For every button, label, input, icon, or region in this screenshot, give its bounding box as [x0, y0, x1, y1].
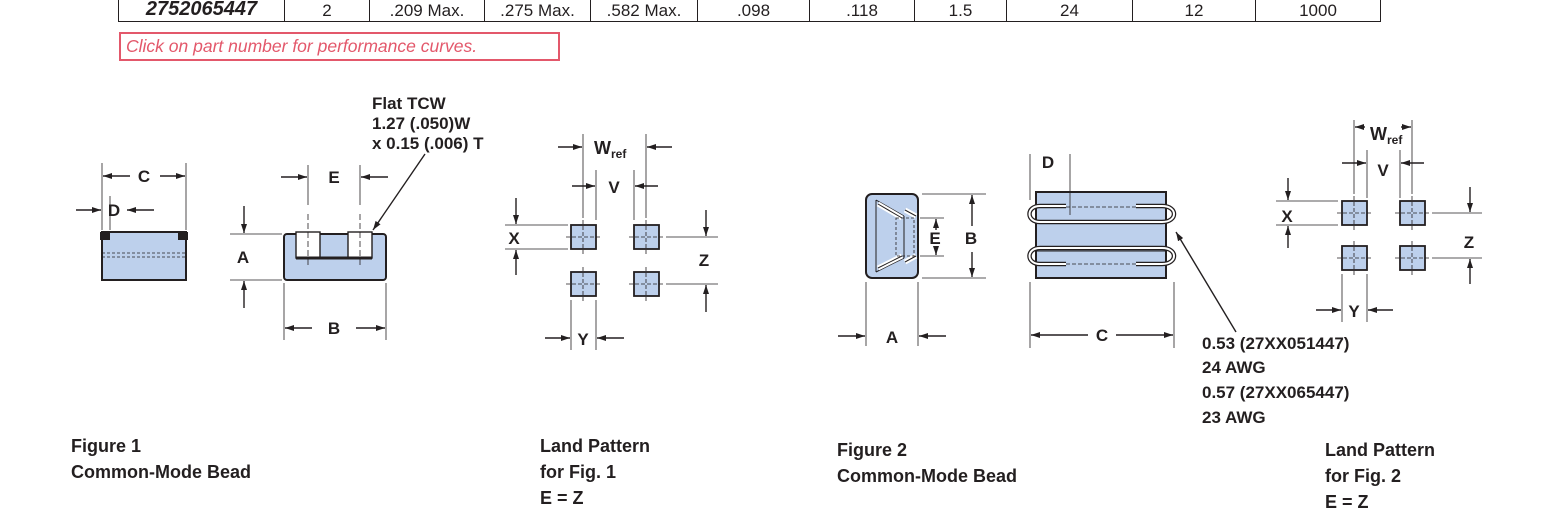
land1-dim-z: Z	[699, 251, 709, 270]
land1-dim-w: Wref	[594, 138, 627, 161]
fig2-wire-note-line1: 0.53 (27XX051447)	[1202, 334, 1349, 353]
land2-dim-w-sub: ref	[1387, 133, 1403, 147]
table-row: 2752065447 2 .209 Max. .275 Max. .582 Ma…	[118, 0, 1381, 22]
land1-dim-y: Y	[577, 330, 589, 349]
land1-dim-v: V	[608, 178, 620, 197]
fig2-wire-note-line3: 0.57 (27XX065447)	[1202, 383, 1349, 402]
fig2-dim-c: C	[1096, 326, 1108, 345]
figure1-front-view	[230, 153, 426, 340]
fig2-dim-e: E	[929, 229, 940, 248]
table-cell: .209 Max.	[369, 0, 485, 22]
fig2-dim-d: D	[1042, 153, 1054, 172]
fig1-dim-a: A	[237, 248, 249, 267]
table-cell: .582 Max.	[590, 0, 698, 22]
fig1-dim-c: C	[138, 167, 150, 186]
part-number-link[interactable]: 2752065447	[118, 0, 285, 22]
land2-dim-w-main: W	[1370, 124, 1387, 144]
caption-subtitle: for Fig. 2	[1325, 466, 1401, 486]
land2-dim-w: Wref	[1370, 124, 1403, 147]
fig2-wire-note-line2: 24 AWG	[1202, 358, 1266, 377]
land-pattern-2	[1276, 120, 1482, 322]
land1-dim-w-main: W	[594, 138, 611, 158]
fig1-dim-d: D	[108, 201, 120, 220]
figure2-end-view	[838, 193, 986, 346]
land1-dim-w-sub: ref	[611, 147, 627, 161]
land2-dim-z: Z	[1464, 233, 1474, 252]
figure2-caption: Figure 2 Common-Mode Bead	[837, 437, 1017, 489]
land2-dim-v: V	[1377, 161, 1389, 180]
caption-title: Figure 1	[71, 436, 142, 456]
caption-title: Land Pattern	[1325, 440, 1436, 460]
caption-title: Figure 2	[837, 440, 908, 460]
land-pattern-1	[505, 134, 718, 350]
land2-dim-y: Y	[1348, 302, 1360, 321]
caption-subtitle: Common-Mode Bead	[837, 466, 1017, 486]
performance-curves-note[interactable]: Click on part number for performance cur…	[119, 32, 560, 61]
fig1-wire-note-line1: Flat TCW	[372, 94, 447, 113]
fig1-wire-note-line2: 1.27 (.050)W	[372, 114, 471, 133]
fig1-dim-b: B	[328, 319, 340, 338]
figure1-caption: Figure 1 Common-Mode Bead	[71, 433, 251, 485]
figure2-side-view	[1027, 154, 1237, 348]
table-cell: .275 Max.	[484, 0, 591, 22]
caption-subtitle: for Fig. 1	[540, 462, 616, 482]
land1-dim-x: X	[508, 229, 520, 248]
caption-subtitle: Common-Mode Bead	[71, 462, 251, 482]
fig1-wire-note-line3: x 0.15 (.006) T	[372, 134, 484, 153]
caption-title: Land Pattern	[540, 436, 651, 456]
fig2-wire-note-line4: 23 AWG	[1202, 408, 1266, 427]
table-cell: 1.5	[914, 0, 1007, 22]
spec-table: 2752065447 2 .209 Max. .275 Max. .582 Ma…	[118, 0, 1381, 22]
caption-equation: E = Z	[1325, 492, 1369, 512]
fig2-dim-a: A	[886, 328, 898, 347]
figure1-end-view	[76, 163, 188, 281]
fig1-dim-e: E	[328, 168, 339, 187]
land2-caption: Land Pattern for Fig. 2 E = Z	[1325, 437, 1435, 515]
caption-equation: E = Z	[540, 488, 584, 508]
fig2-dim-b: B	[965, 229, 977, 248]
table-cell: .098	[697, 0, 810, 22]
table-cell: 1000	[1255, 0, 1381, 22]
land2-dim-x: X	[1281, 207, 1293, 226]
land1-caption: Land Pattern for Fig. 1 E = Z	[540, 433, 650, 511]
table-cell: .118	[809, 0, 915, 22]
